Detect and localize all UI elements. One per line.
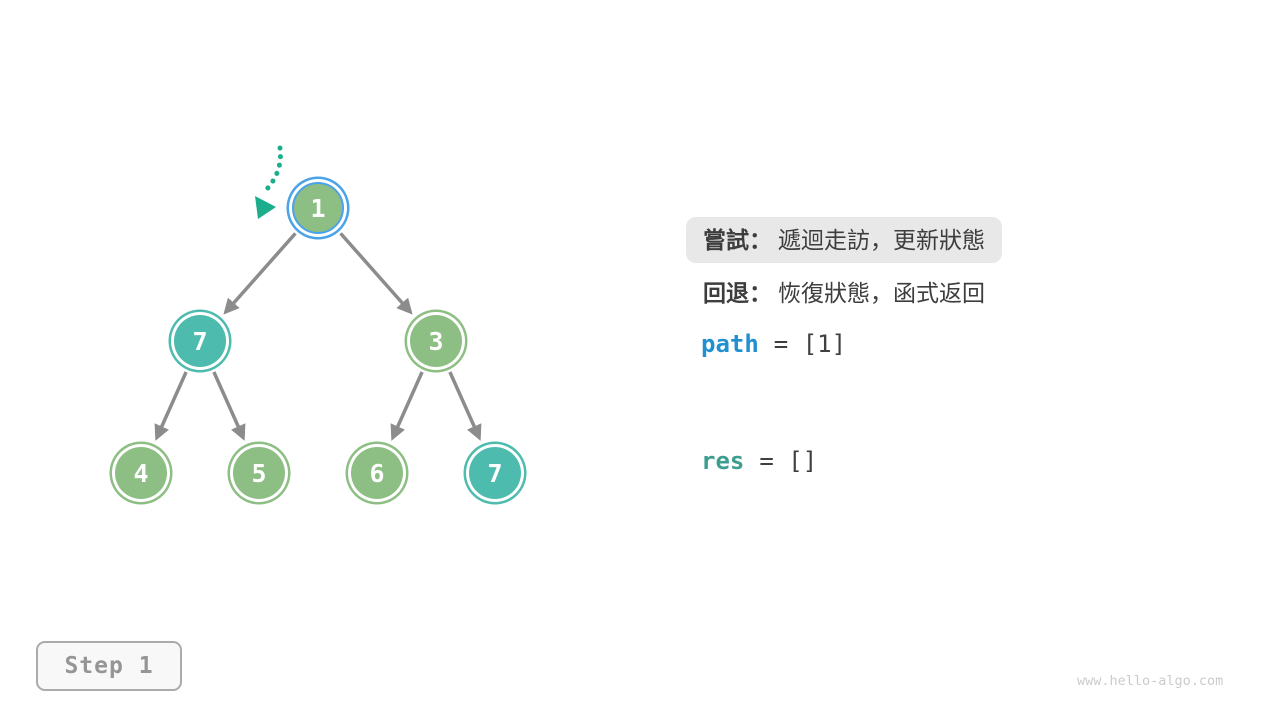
- variable-path: path = [1]: [701, 330, 846, 358]
- current-pointer-dotted-line: [262, 145, 283, 194]
- tree-node-7: 7: [174, 315, 226, 367]
- tree-node-4: 4: [115, 447, 167, 499]
- legend-try-label: 嘗試：: [703, 227, 772, 253]
- legend-backtrack-label: 回退：: [703, 280, 772, 306]
- variable-path-name: path: [701, 330, 759, 358]
- legend-try-text: 遞迴走訪，更新狀態: [778, 227, 985, 253]
- tree-node-5: 5: [233, 447, 285, 499]
- tree-node-7: 7: [469, 447, 521, 499]
- current-pointer-arrowhead-icon: [255, 196, 276, 219]
- variable-res: res = []: [701, 447, 817, 475]
- watermark-url: www.hello-algo.com: [1077, 673, 1224, 689]
- tree-node-1: 1: [292, 182, 344, 234]
- tree-edge: [390, 371, 424, 441]
- variable-res-name: res: [701, 447, 745, 475]
- variable-path-value: = [1]: [773, 330, 847, 358]
- tree-edge: [212, 371, 246, 441]
- legend-backtrack-text: 恢復狀態，函式返回: [778, 280, 985, 306]
- step-badge: Step 1: [36, 641, 182, 691]
- tree-edge: [448, 371, 482, 441]
- tree-edge: [223, 232, 297, 315]
- tree-edge: [154, 371, 188, 441]
- legend-try-badge: 嘗試：遞迴走訪，更新狀態: [686, 217, 1002, 263]
- step-badge-label: Step 1: [64, 653, 154, 679]
- variable-res-value: = []: [759, 447, 818, 475]
- tree-node-6: 6: [351, 447, 403, 499]
- tree-edge: [339, 232, 413, 315]
- tree-node-3: 3: [410, 315, 462, 367]
- legend-backtrack-line: 回退：恢復狀態，函式返回: [703, 278, 985, 308]
